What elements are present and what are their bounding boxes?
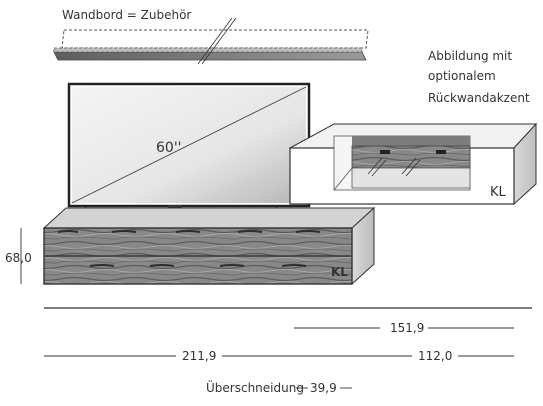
tv-size-label: 60'' — [156, 140, 182, 156]
dimension-upper-width-label: 151,9 — [390, 321, 424, 335]
shelf-note: Wandbord = Zubehör — [62, 8, 191, 22]
wall-shelf — [53, 17, 369, 65]
lowboard — [42, 206, 376, 286]
dimension-upper-width-right-label: 112,0 — [418, 349, 452, 363]
hanging-unit — [289, 122, 538, 206]
overlap-value: 39,9 — [310, 381, 337, 395]
overlap-label: Überschneidung — [206, 379, 304, 395]
lower-unit-code: KL — [331, 265, 348, 279]
tv — [67, 82, 311, 215]
illustration-note-line-3: Rückwandakzent — [428, 91, 530, 105]
height-dimension-label: 68,0 — [5, 251, 32, 265]
upper-unit-code: KL — [490, 185, 507, 200]
illustration-note-line-2: optionalem — [428, 69, 496, 83]
illustration-note-line-1: Abbildung mit — [428, 49, 512, 63]
dimension-lower-width-label: 211,9 — [182, 349, 216, 363]
